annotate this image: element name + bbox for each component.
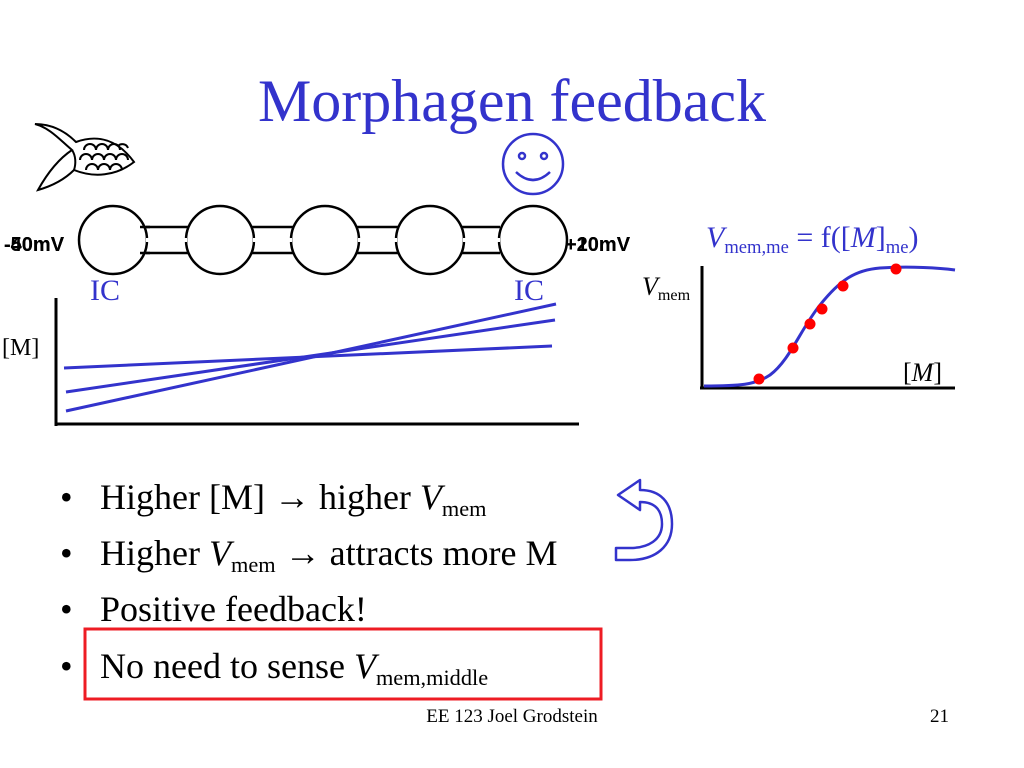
bullet-dot: • xyxy=(60,477,73,517)
sigmoid-plot xyxy=(700,263,956,390)
page-number: 21 xyxy=(930,706,949,727)
cell-3 xyxy=(289,204,361,276)
right-ic-label: IC xyxy=(514,274,544,307)
slide-title: Morphagen feedback xyxy=(257,68,767,134)
bullet-4-text: No need to sense xyxy=(100,646,354,686)
bullet-dot: • xyxy=(60,589,73,629)
eq-paren: ) xyxy=(908,221,919,254)
footer-text: EE 123 Joel Grodstein xyxy=(426,706,598,727)
left-voltage-label-b: -50mV xyxy=(4,234,65,256)
bullet-2: • Higher Vmem → attracts more M xyxy=(60,531,558,587)
bullet-4-sub: mem,middle xyxy=(375,665,489,691)
eq-m: M xyxy=(850,221,876,254)
bullet-1-text: Higher [M] → higher xyxy=(100,477,420,517)
sigmoid-dot-1 xyxy=(753,373,765,385)
sigmoid-dot-6 xyxy=(890,263,902,275)
bullet-2-tail: → attracts more M xyxy=(275,533,558,573)
bullet-4-v: V xyxy=(353,646,376,686)
m-line-shallow xyxy=(63,344,553,370)
cell-4 xyxy=(394,204,466,276)
sigmoid-dot-5 xyxy=(837,280,849,292)
left-voltage-label-a: -40mV xyxy=(4,234,65,256)
vmem-v: V xyxy=(642,272,658,301)
sigmoid-dot-4 xyxy=(816,303,828,315)
bullet-3-text: Positive feedback! xyxy=(100,589,367,629)
right-voltage-label-a: +20mV xyxy=(565,234,631,256)
bullet-dot: • xyxy=(60,646,73,686)
eq-v-sub: mem,me xyxy=(724,236,789,258)
sigmoid-dot-3 xyxy=(804,318,816,330)
left-ic-label: IC xyxy=(90,274,120,307)
bullet-dot: • xyxy=(60,533,73,573)
cell-chain xyxy=(77,204,569,276)
bullet-2-v: V xyxy=(208,533,231,573)
cell-5 xyxy=(497,204,569,276)
bullet-1-v: V xyxy=(419,477,442,517)
bullet-2-sub: mem xyxy=(230,552,276,578)
bullet-1: • Higher [M] → higher Vmem xyxy=(60,475,487,531)
highlight-box xyxy=(83,627,603,701)
sigmoid-x-label: [M] xyxy=(903,358,942,388)
x-open: [ xyxy=(903,358,912,387)
right-voltage-label-b: +10mV xyxy=(565,234,631,256)
sigmoid-equation: Vmem,me = f([M]me) xyxy=(706,220,918,266)
bullet-1-sub: mem xyxy=(441,496,487,522)
bullet-2-text: Higher xyxy=(100,533,209,573)
eq-v: V xyxy=(706,221,725,254)
vmem-sub: mem xyxy=(657,287,691,305)
cell-1 xyxy=(77,204,149,276)
sigmoid-dot-2 xyxy=(787,342,799,354)
x-m: M xyxy=(911,358,934,387)
feedback-arrow-icon xyxy=(614,478,674,562)
eq-text: = f([ xyxy=(788,221,851,254)
sigmoid-y-label: Vmem xyxy=(642,272,690,311)
smiley-icon xyxy=(501,132,565,196)
eq-bracket: ] xyxy=(875,221,886,254)
m-axis-label: [M] xyxy=(2,335,40,361)
m-plot xyxy=(54,298,579,426)
x-close: ] xyxy=(933,358,943,387)
fish-icon xyxy=(34,123,136,192)
bullet-3: • Positive feedback! xyxy=(60,587,367,631)
bullet-4: • No need to sense Vmem,middle xyxy=(60,644,488,700)
cell-2 xyxy=(184,204,256,276)
eq-m-sub: me xyxy=(885,236,909,258)
